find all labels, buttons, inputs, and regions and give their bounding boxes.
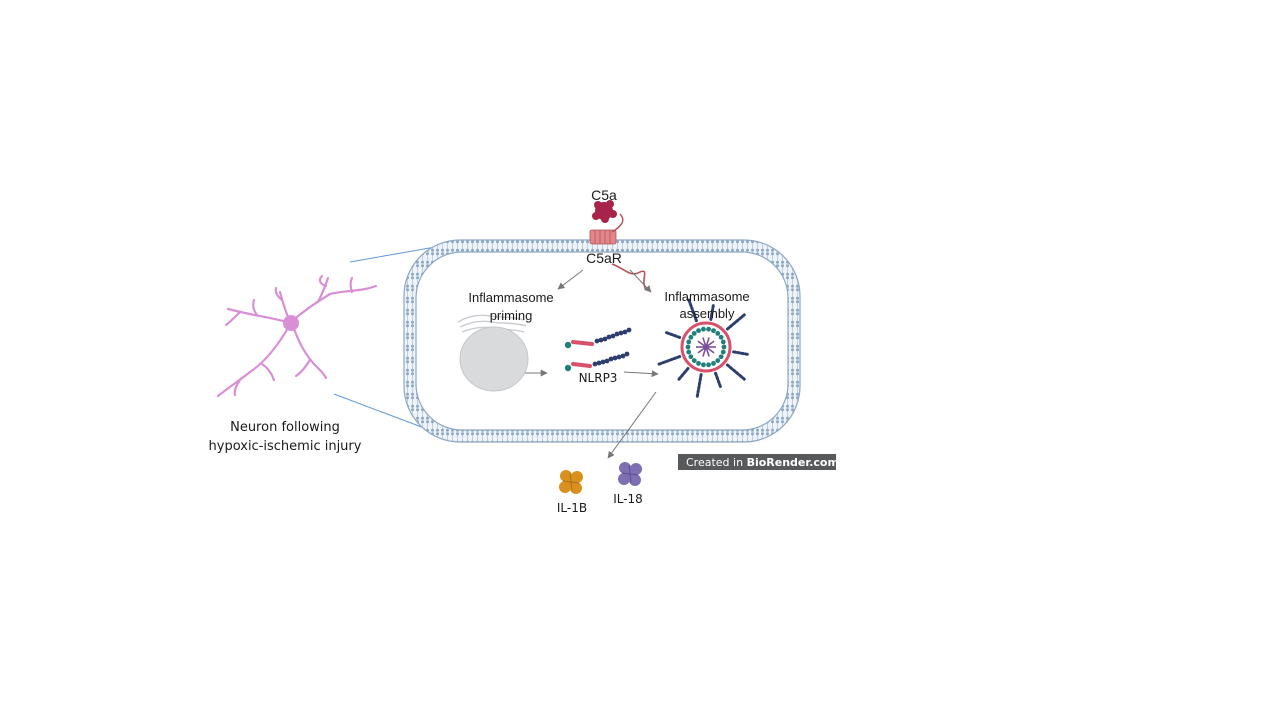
nucleus-icon [457, 314, 529, 392]
il-18-icon [618, 462, 642, 486]
neuron-icon [216, 274, 378, 398]
arrow-to-cytokines [607, 391, 657, 459]
c5a-ligand-icon [592, 200, 617, 223]
inflammasome-spokes [657, 298, 749, 398]
assembly-label-line2: assembly [680, 306, 735, 321]
assembly-label-line1: Inflammasome [664, 289, 749, 304]
arrow-to-assembly [629, 269, 652, 293]
inflammasome-spoke [695, 373, 703, 398]
nlrp3-molecule-lower [564, 351, 630, 372]
inflammasome-spoke [677, 366, 690, 381]
neuron-soma [283, 315, 299, 331]
inflammasome-spoke [709, 304, 715, 321]
asc-ring [685, 326, 727, 368]
c5ar-label: C5aR [586, 250, 622, 266]
inflammasome-spoke [732, 350, 749, 356]
il-1b-icon [559, 470, 583, 494]
nlrp3-molecule-upper [564, 327, 632, 349]
il-1b-label: IL-1B [557, 501, 587, 515]
neuron-label-line1: Neuron following [230, 420, 340, 435]
inflammasome-spoke [714, 371, 722, 388]
inflammasome-spoke [725, 363, 746, 381]
biorender-watermark: Created in BioRender.com [678, 454, 839, 470]
inflammasome-spoke [665, 331, 682, 339]
c5ar-receptor-icon [589, 213, 647, 291]
c5a-label: C5a [591, 187, 617, 203]
neuron-label-line2: hypoxic-ischemic injury [209, 439, 362, 454]
il-18-label: IL-18 [613, 492, 643, 506]
inflammasome-spoke [687, 298, 698, 323]
inflammasome-complex-icon [657, 298, 749, 398]
inflammasome-spoke [725, 313, 746, 331]
inflammasome-ring-outer [680, 321, 732, 373]
nlrp3-molecule-icon [564, 327, 632, 372]
arrow-to-priming [557, 269, 584, 290]
arrow-nlrp3-to-inflammasome [623, 370, 659, 378]
priming-label-line1: Inflammasome [468, 290, 553, 305]
nlrp3-label: NLRP3 [579, 371, 618, 385]
svg-text:Created in BioRender.com: Created in BioRender.com [686, 456, 839, 469]
inflammasome-spoke [657, 355, 682, 366]
priming-label-line2: priming [490, 308, 533, 323]
